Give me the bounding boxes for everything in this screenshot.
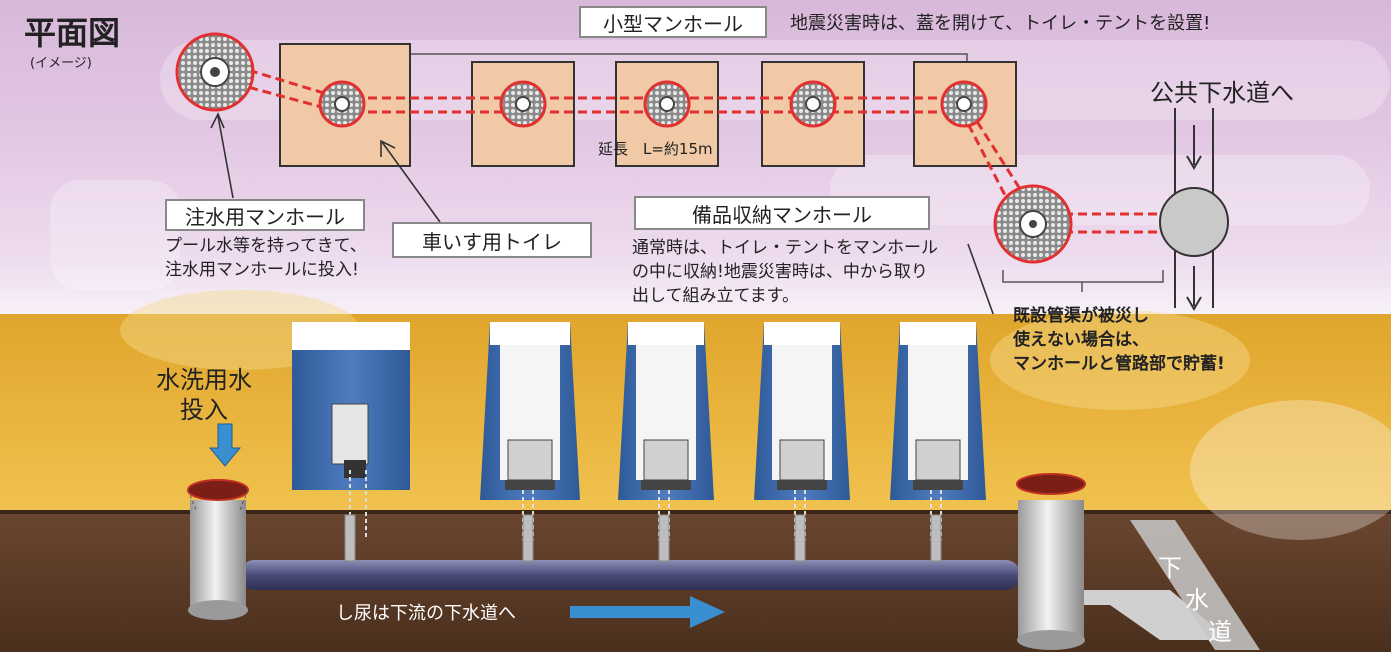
toilet-booth-tiles: [279, 43, 1017, 167]
storage-note-line-1: 通常時は、トイレ・テントをマンホール: [632, 238, 938, 258]
drop-pipes: [344, 514, 942, 562]
sewer-branch-pipe: [1060, 520, 1260, 650]
flush-water-label-line-1: 水洗用水: [156, 366, 252, 394]
small-manhole-icon-5: [940, 80, 988, 128]
injection-note-line-2: 注水用マンホールに投入!: [165, 260, 359, 280]
tile-wheelchair: [279, 43, 411, 167]
damage-note-line-3: マンホールと管路部で貯蓄!: [1013, 354, 1225, 374]
plan-title: 平面図: [24, 14, 121, 52]
flow-label: し尿は下流の下水道へ: [336, 603, 516, 624]
damage-note-line-2: 使えない場合は、: [1013, 330, 1149, 350]
tent-4: [754, 322, 850, 540]
injection-manhole-label: 注水用マンホール: [165, 199, 365, 231]
flush-water-arrow: [208, 423, 242, 467]
injection-note-line-1: プール水等を持ってきて、: [165, 236, 367, 256]
small-manhole-icon-4: [789, 80, 837, 128]
injection-shaft: [187, 479, 249, 620]
small-manhole-icon-3: [643, 80, 691, 128]
small-manhole-icon-1: [318, 80, 366, 128]
small-manhole-label: 小型マンホール: [579, 6, 767, 38]
tent-3: [618, 322, 714, 540]
plan-subtitle: (イメージ): [30, 56, 92, 71]
flow-arrow: [570, 596, 725, 628]
public-sewer-label: 公共下水道へ: [1150, 79, 1294, 107]
tent-2: [480, 322, 580, 540]
flush-water-label-line-2: 投入: [180, 396, 228, 424]
storage-manhole-icon: [993, 184, 1073, 264]
sewer-label-char-3: 道: [1208, 618, 1232, 646]
wheelchair-toilet-label: 車いす用トイレ: [392, 222, 592, 258]
storage-note-line-3: 出して組み立てます。: [632, 286, 799, 306]
sewer-label-char-2: 水: [1185, 586, 1209, 614]
earthquake-note: 地震災害時は、蓋を開けて、トイレ・テントを設置!: [790, 13, 1211, 34]
small-manhole-icon-2: [499, 80, 547, 128]
storage-note-line-2: の中に収納!地震災害時は、中から取り: [632, 262, 928, 282]
storage-shaft: [1016, 473, 1086, 650]
storage-bracket: [1002, 270, 1164, 283]
main-pipe: [240, 560, 1020, 590]
tent-5: [890, 322, 986, 540]
damage-note-line-1: 既設管渠が被災し: [1013, 306, 1149, 326]
storage-manhole-label: 備品収納マンホール: [634, 196, 930, 230]
sewer-label-char-1: 下: [1158, 554, 1182, 582]
injection-manhole-icon: [175, 32, 255, 112]
public-sewer-pipe-plan: [1159, 108, 1229, 311]
extension-label: 延長 L=約15m: [598, 140, 713, 158]
